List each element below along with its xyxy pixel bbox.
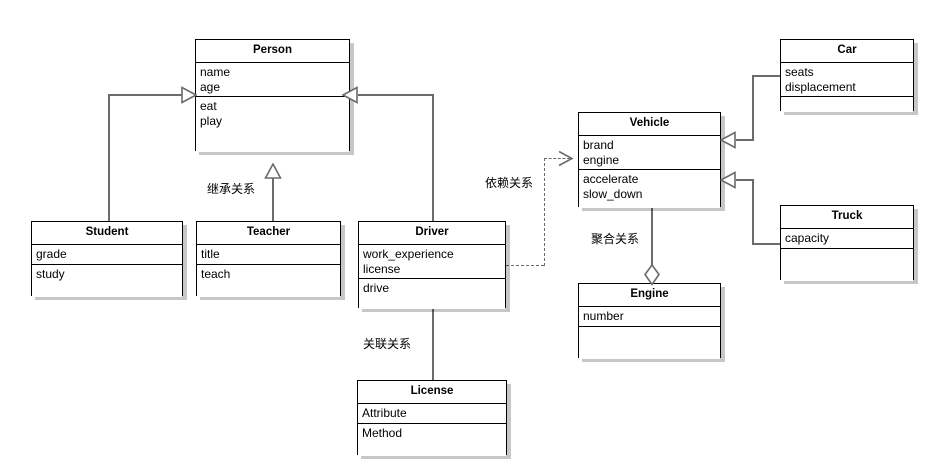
generalization-arrowhead-truck xyxy=(719,171,736,189)
attribute: brand xyxy=(583,137,614,152)
class-attributes-car: seats displacement xyxy=(781,62,913,97)
class-title-car: Car xyxy=(781,40,913,63)
attribute: Attribute xyxy=(362,405,407,420)
class-attributes-engine: number xyxy=(579,306,720,327)
class-operations-truck xyxy=(781,248,913,281)
class-box-vehicle[interactable]: Vehicle brand engine accelerate slow_dow… xyxy=(578,112,721,208)
class-box-person[interactable]: Person name age eat play xyxy=(195,39,350,152)
operation: drive xyxy=(363,280,390,295)
line-vehicle-to-engine-vertical xyxy=(651,207,653,269)
line-truck-to-vehicle-vertical xyxy=(752,179,754,245)
operation: eat xyxy=(200,98,217,113)
operation: accelerate xyxy=(583,171,639,186)
class-title-truck: Truck xyxy=(781,206,913,229)
attribute: age xyxy=(200,79,221,94)
class-operations-driver: drive xyxy=(359,278,505,309)
class-title-driver: Driver xyxy=(359,222,505,245)
class-title-engine: Engine xyxy=(579,284,720,307)
attribute: engine xyxy=(583,152,620,167)
class-operations-student: study xyxy=(32,264,182,297)
attribute: number xyxy=(583,308,624,323)
attribute: capacity xyxy=(785,230,830,245)
label-association: 关联关系 xyxy=(363,337,412,351)
class-title-teacher: Teacher xyxy=(197,222,340,245)
class-operations-person: eat play xyxy=(196,96,349,152)
generalization-arrowhead-car xyxy=(719,131,736,149)
line-truck-to-vehicle-horizontal-upper xyxy=(736,179,754,181)
class-box-engine[interactable]: Engine number xyxy=(578,283,721,359)
class-box-license[interactable]: License Attribute Method xyxy=(357,380,507,456)
class-box-truck[interactable]: Truck capacity xyxy=(780,205,914,281)
line-car-to-vehicle-vertical xyxy=(752,75,754,140)
class-operations-car xyxy=(781,96,913,112)
class-attributes-truck: capacity xyxy=(781,228,913,249)
class-title-vehicle: Vehicle xyxy=(579,113,720,136)
class-operations-license: Method xyxy=(358,423,506,456)
line-teacher-to-person-vertical xyxy=(272,178,274,221)
class-box-driver[interactable]: Driver work_experience license drive xyxy=(358,221,506,309)
label-aggregation: 聚合关系 xyxy=(591,232,640,246)
operation: play xyxy=(200,113,223,128)
operation: teach xyxy=(201,266,231,281)
line-driver-to-vehicle-dash-horizontal-upper xyxy=(544,158,570,159)
line-truck-to-vehicle-horizontal-lower xyxy=(752,243,780,245)
class-operations-engine xyxy=(579,326,720,359)
class-title-license: License xyxy=(358,381,506,404)
class-box-student[interactable]: Student grade study xyxy=(31,221,183,297)
line-student-to-person-horizontal xyxy=(108,94,190,96)
class-operations-vehicle: accelerate slow_down xyxy=(579,169,720,208)
class-box-teacher[interactable]: Teacher title teach xyxy=(196,221,341,297)
class-attributes-license: Attribute xyxy=(358,403,506,424)
line-driver-to-vehicle-dash-horizontal-lower xyxy=(506,265,544,266)
attribute: name xyxy=(200,64,231,79)
line-student-to-person-vertical xyxy=(108,94,110,221)
attribute: license xyxy=(363,261,401,276)
class-attributes-driver: work_experience license xyxy=(359,244,505,279)
line-driver-to-license-vertical xyxy=(432,308,434,380)
label-dependency: 依赖关系 xyxy=(485,176,534,190)
dependency-arrowhead-driver-vehicle xyxy=(556,150,574,167)
class-attributes-vehicle: brand engine xyxy=(579,135,720,170)
class-operations-teacher: teach xyxy=(197,264,340,297)
operation: slow_down xyxy=(583,186,643,201)
operation: study xyxy=(36,266,65,281)
class-box-car[interactable]: Car seats displacement xyxy=(780,39,914,112)
line-driver-to-person-horizontal xyxy=(358,94,434,96)
class-attributes-student: grade xyxy=(32,244,182,265)
class-attributes-person: name age xyxy=(196,62,349,97)
attribute: title xyxy=(201,246,220,261)
class-title-person: Person xyxy=(196,40,349,63)
aggregation-diamond-engine xyxy=(643,263,661,286)
attribute: seats xyxy=(785,64,814,79)
attribute: grade xyxy=(36,246,67,261)
label-inheritance: 继承关系 xyxy=(207,182,256,196)
line-driver-to-vehicle-dash-vertical xyxy=(544,158,545,266)
attribute: work_experience xyxy=(363,246,454,261)
line-driver-to-person-vertical xyxy=(432,94,434,221)
line-car-to-vehicle-horizontal-lower xyxy=(736,139,754,141)
line-car-to-vehicle-horizontal-upper xyxy=(752,75,780,77)
generalization-arrowhead-driver xyxy=(341,86,358,104)
operation: Method xyxy=(362,425,403,440)
generalization-arrowhead-student xyxy=(181,86,198,104)
attribute: displacement xyxy=(785,79,856,94)
class-title-student: Student xyxy=(32,222,182,245)
generalization-arrowhead-teacher xyxy=(264,162,282,179)
class-attributes-teacher: title xyxy=(197,244,340,265)
